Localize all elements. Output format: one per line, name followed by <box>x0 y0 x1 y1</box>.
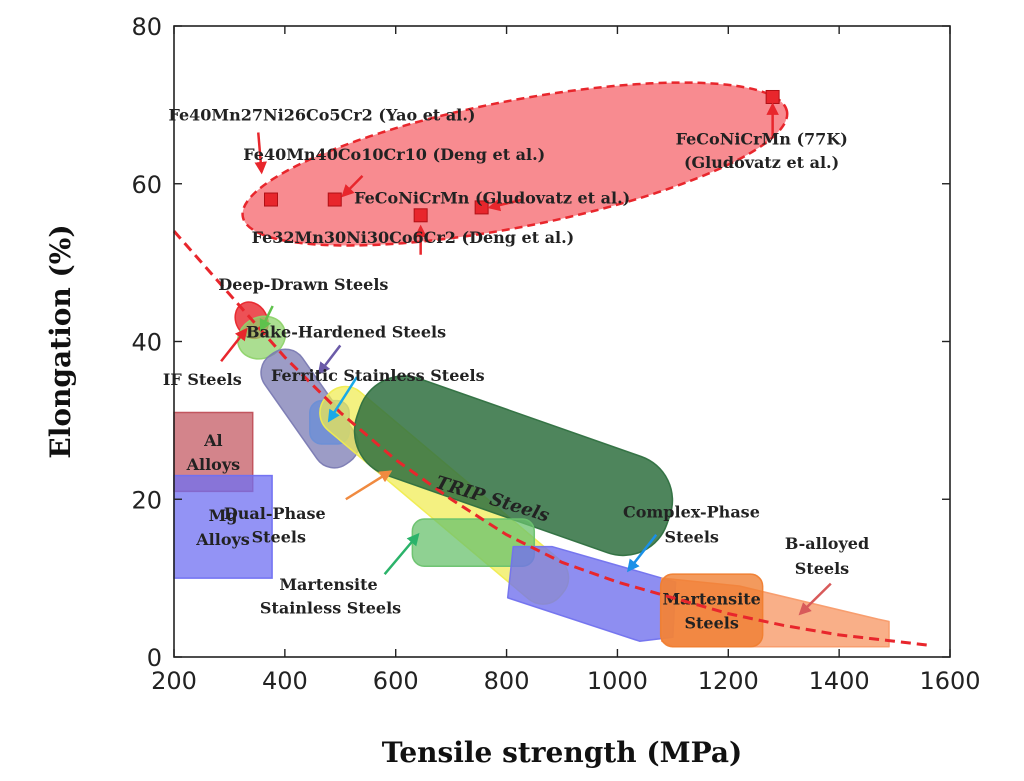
y-tick-label: 80 <box>131 13 162 41</box>
hea-data-point <box>327 192 342 207</box>
region-trip-steels <box>353 375 674 557</box>
x-tick-label: 1200 <box>698 667 759 695</box>
annotation-complex-phase-2: Steels <box>665 528 719 547</box>
y-axis-title: Elongation (%) <box>44 224 77 458</box>
annotation-if-steels-label: IF Steels <box>163 370 242 389</box>
arrow-if-steels <box>220 327 248 362</box>
arrow-yao <box>254 132 267 175</box>
annotation-martensite-stainless-1: Martensite <box>279 575 377 594</box>
x-tick-label: 800 <box>484 667 530 695</box>
annotation-gludovatz-rt: FeCoNiCrMn (Gludovatz et al.) <box>354 188 630 207</box>
arrow-martensite-stainless <box>383 532 420 575</box>
arrow-deep-drawn <box>259 305 274 332</box>
hea-data-point <box>765 89 780 104</box>
trend-line <box>172 230 929 647</box>
arrow-dual-phase <box>345 470 393 501</box>
x-tick-label: 400 <box>262 667 308 695</box>
annotation-arrows <box>220 102 832 616</box>
hea-data-point <box>264 192 278 207</box>
annotation-deng-1: Fe40Mn40Co10Cr10 (Deng et al.) <box>243 145 545 164</box>
region-martensite-steels-label-line: Steels <box>684 613 738 632</box>
region-martensite-steels-label-line: Martensite <box>662 589 760 608</box>
x-axis-title: Tensile strength (MPa) <box>382 736 743 769</box>
annotation-b-alloyed-1: B-alloyed <box>785 534 869 553</box>
annotation-gludovatz-77k-b: (Gludovatz et al.) <box>684 153 839 172</box>
high-entropy-alloy-group <box>241 81 789 247</box>
x-tick-label: 1000 <box>587 667 648 695</box>
arrow-bake-hardened <box>317 344 342 376</box>
region-al-alloys-label-line: Al <box>203 431 223 450</box>
hea-data-point <box>413 208 428 223</box>
region-mg-alloys <box>173 474 273 579</box>
annotation-gludovatz-77k-a: FeCoNiCrMn (77K) <box>676 129 848 148</box>
hea-region-ellipse <box>241 81 789 247</box>
annotation-martensite-stainless-2: Stainless Steels <box>260 599 401 618</box>
arrow-ferritic <box>327 376 358 423</box>
annotation-dual-phase-1: Dual-Phase <box>224 504 326 523</box>
x-tick-label: 600 <box>373 667 419 695</box>
x-tick-label: 200 <box>151 667 197 695</box>
y-tick-label: 0 <box>147 644 162 672</box>
x-tick-label: 1400 <box>809 667 870 695</box>
region-mg-alloys-label-line: Alloys <box>195 530 250 549</box>
x-tick-label: 1600 <box>919 667 980 695</box>
annotation-bake-hardened-label: Bake-Hardened Steels <box>246 323 446 342</box>
y-tick-label: 40 <box>131 329 162 357</box>
annotation-labels: Fe40Mn27Ni26Co5Cr2 (Yao et al.) Fe40Mn40C… <box>163 106 869 618</box>
arrow-deng-1 <box>341 174 364 198</box>
trend-line-group <box>172 230 929 647</box>
arrow-gludovatz-rt <box>487 198 524 212</box>
plot-axes: 200 400 600 800 1000 1200 1400 1600 0 20 40 60 80 <box>131 13 980 695</box>
region-mg-alloys-label-line: Mg <box>209 506 238 525</box>
y-tick-label: 60 <box>131 171 162 199</box>
region-complex-phase-steels <box>506 545 677 642</box>
region-al-alloys-label-line: Alloys <box>186 455 241 474</box>
annotation-yao: Fe40Mn27Ni26Co5Cr2 (Yao et al.) <box>168 106 475 125</box>
arrow-b-alloyed <box>798 582 832 616</box>
annotation-deep-drawn-label: Deep-Drawn Steels <box>218 275 388 294</box>
region-martensite-steels <box>659 573 764 648</box>
arrow-complex-phase <box>626 533 658 573</box>
annotation-ferritic-label: Ferritic Stainless Steels <box>271 366 485 385</box>
annotation-dual-phase-2: Steels <box>252 528 306 547</box>
annotation-complex-phase-1: Complex-Phase <box>623 502 760 521</box>
y-tick-label: 20 <box>131 486 162 514</box>
annotation-deng-2: Fe32Mn30Ni30Co6Cr2 (Deng et al.) <box>252 228 575 247</box>
annotation-b-alloyed-2: Steels <box>795 559 849 578</box>
